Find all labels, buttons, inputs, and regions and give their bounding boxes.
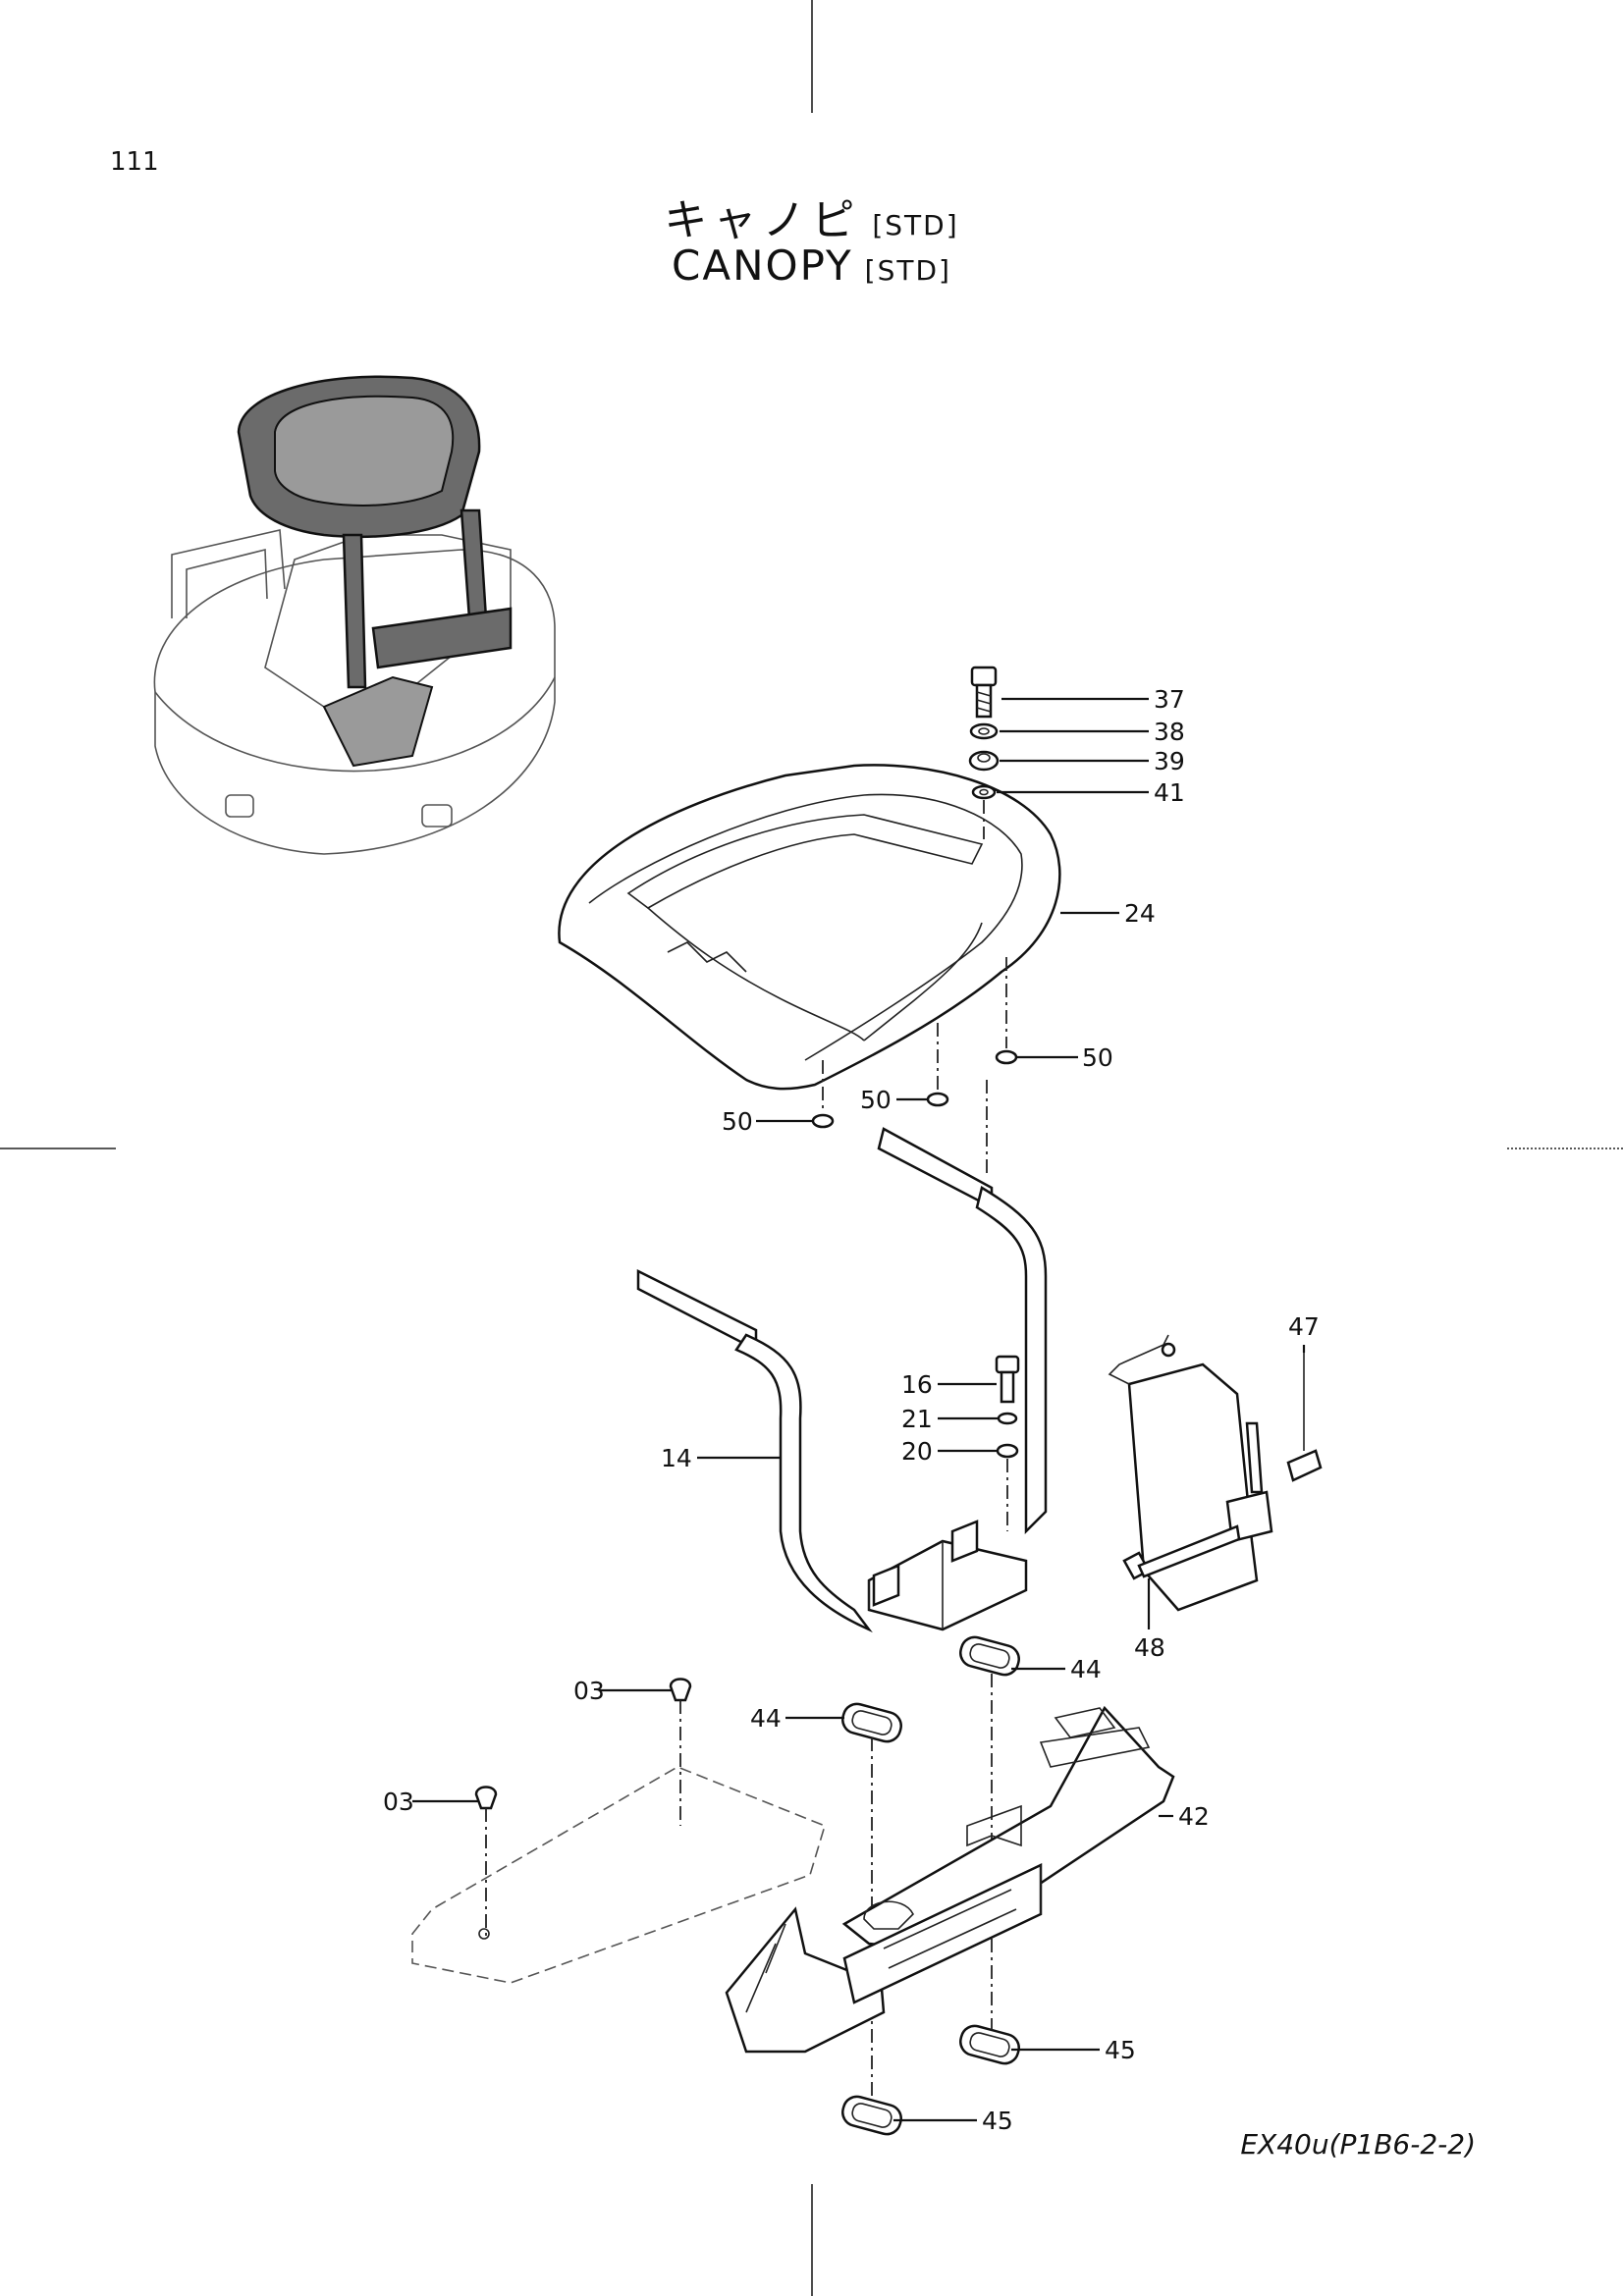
canopy-roof-part-24 — [558, 764, 1061, 1091]
seal-rings — [841, 1635, 1020, 2136]
floor-plate — [411, 1678, 826, 1984]
bolt-16-21-20 — [995, 1355, 1020, 1531]
callout-16: 16 — [901, 1370, 933, 1399]
callout-44-left: 44 — [750, 1704, 782, 1733]
callout-44-right: 44 — [1070, 1655, 1102, 1683]
model-code: EX40u(P1B6-2-2) — [1240, 2128, 1476, 2161]
rubber-pads-part-50 — [811, 957, 1018, 1129]
callout-50-middle: 50 — [860, 1086, 892, 1114]
leader-lines — [412, 697, 1306, 2122]
callout-47: 47 — [1288, 1312, 1320, 1341]
page-number: 111 — [110, 147, 159, 177]
title-english: CANOPY [STD] — [0, 241, 1623, 290]
callout-03-lower: 03 — [383, 1788, 414, 1816]
callout-24: 24 — [1124, 899, 1156, 928]
callout-03-upper: 03 — [573, 1677, 605, 1705]
mounting-bracket-part-42 — [725, 1705, 1175, 2054]
callout-21: 21 — [901, 1405, 933, 1433]
callout-48: 48 — [1134, 1633, 1165, 1662]
callout-41: 41 — [1154, 778, 1185, 807]
variant-label-ja: [STD] — [872, 209, 959, 241]
title-ja-text: キャノピ — [664, 195, 861, 245]
callout-39: 39 — [1154, 747, 1185, 775]
title-japanese: キャノピ [STD] — [0, 185, 1623, 247]
callout-45-lower: 45 — [982, 2107, 1013, 2135]
machine-overview-illustration — [153, 375, 556, 855]
callout-42: 42 — [1178, 1802, 1210, 1831]
callout-20: 20 — [901, 1437, 933, 1466]
callout-14: 14 — [661, 1444, 692, 1472]
callout-labels: 37 38 39 41 24 50 50 50 47 16 21 20 14 4… — [383, 685, 1320, 2135]
lever-assembly — [1108, 1334, 1323, 1612]
callout-38: 38 — [1154, 718, 1185, 746]
canopy-frame-part-14 — [636, 1127, 1048, 1633]
callout-50-right: 50 — [1082, 1043, 1113, 1072]
callout-37: 37 — [1154, 685, 1185, 714]
variant-label-en: [STD] — [864, 254, 951, 287]
bolt-stack — [968, 666, 1000, 839]
callout-50-left: 50 — [722, 1107, 753, 1136]
callout-45-upper: 45 — [1105, 2036, 1136, 2064]
title-en-text: CANOPY — [672, 241, 853, 290]
